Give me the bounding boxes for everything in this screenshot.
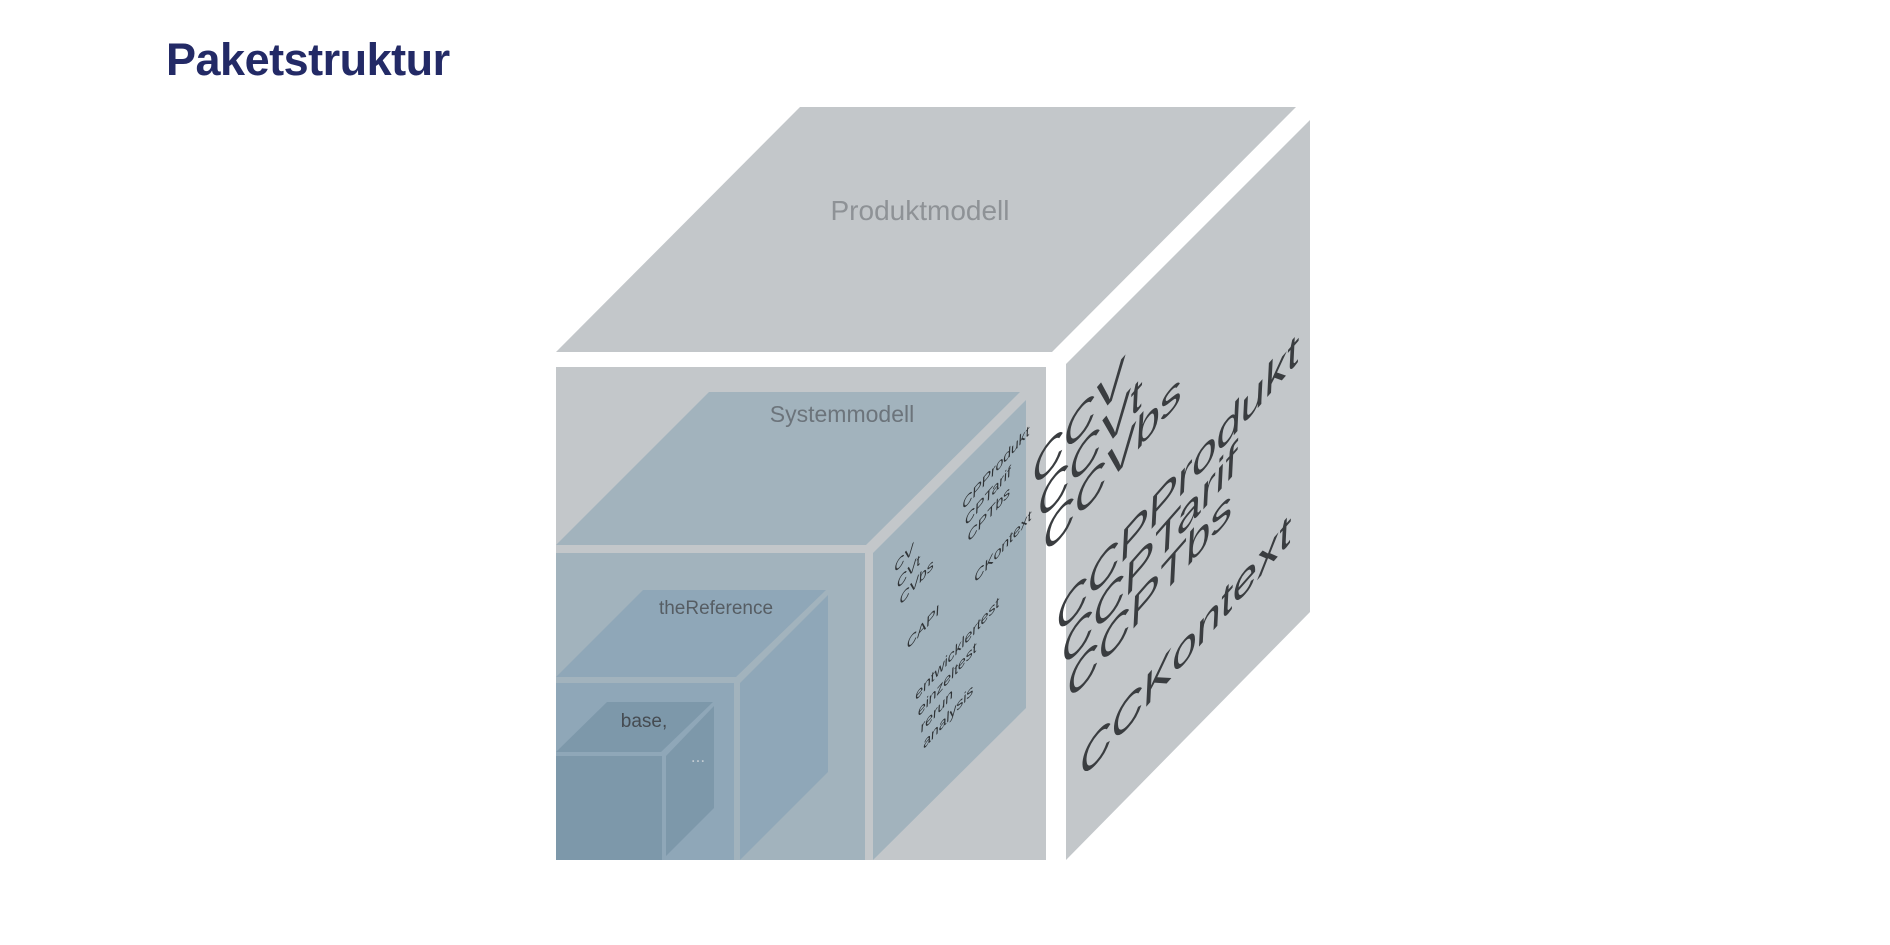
system-cube-side-face bbox=[873, 400, 1026, 860]
page-title: Paketstruktur bbox=[166, 34, 450, 85]
reference-top-label: theReference bbox=[659, 598, 773, 619]
base-cube-front-face bbox=[556, 756, 662, 860]
outer-top-label: Produktmodell bbox=[831, 195, 1010, 226]
outer-cube-top-face bbox=[556, 107, 1296, 352]
system-cube-top-face bbox=[556, 392, 1020, 545]
base-cube: base, ... bbox=[556, 702, 714, 860]
outer-cube-side-face bbox=[1066, 120, 1310, 860]
reference-cube-side-face bbox=[740, 595, 828, 860]
base-cube-side-face bbox=[666, 706, 714, 856]
reference-cube-top-face bbox=[556, 590, 826, 677]
base-side-label: ... bbox=[691, 747, 705, 766]
system-top-label: Systemmodell bbox=[770, 401, 914, 427]
base-top-label: base, bbox=[621, 711, 667, 732]
base-cube-top-face bbox=[556, 702, 713, 752]
nested-cubes: Systemmodell CV CVt CVbs CAPI entwickler… bbox=[556, 392, 1033, 860]
